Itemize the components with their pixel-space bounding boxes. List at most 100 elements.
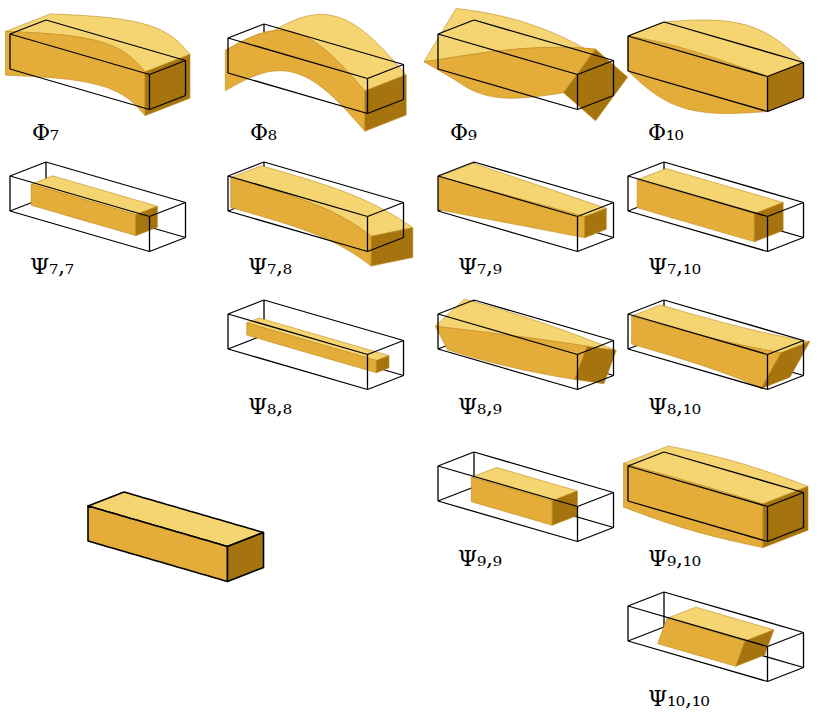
reference-box-edge (767, 77, 768, 112)
mode-shape-figure (424, 9, 628, 121)
reference-box-edge (803, 63, 804, 98)
reference-box-edge (150, 61, 186, 75)
reference-box-edge (768, 63, 804, 77)
reference-box-edge (578, 376, 614, 390)
mode-label: Ψ₇,₉ (458, 256, 502, 278)
reference-box-edge (367, 79, 368, 114)
reference-box-edge (628, 211, 768, 252)
reference-box-edge (628, 627, 664, 641)
deformed-shape-face (563, 49, 627, 121)
mode-label: Φ₇ (32, 122, 59, 144)
reference-box-edge (664, 300, 804, 341)
reference-box-edge (437, 34, 438, 69)
deformed-shape-face (225, 30, 364, 131)
reference-box-edge (627, 176, 628, 211)
deformed-shape-face (88, 506, 228, 582)
reference-box-edge (438, 20, 474, 34)
deformed-shape-face (31, 184, 136, 235)
reference-box-edge (368, 203, 404, 217)
mode-label: Ψ₇,₇ (30, 256, 74, 278)
reference-box-edge (228, 349, 368, 390)
reference-box-edge (227, 176, 228, 211)
reference-box-edge (368, 65, 404, 79)
reference-box-edge (10, 20, 46, 34)
reference-box-edge (228, 162, 264, 176)
reference-box-edge (438, 69, 578, 110)
reference-box-edge (438, 176, 578, 217)
reference-box-edge (628, 176, 768, 217)
reference-box-edge (577, 75, 578, 110)
reference-box-edge (613, 341, 614, 376)
reference-box-edge (767, 647, 768, 682)
reference-box-edge (438, 487, 474, 501)
reference-box-edge (627, 314, 628, 349)
mode-label: Ψ₇,₈ (248, 256, 292, 278)
reference-box-edge (368, 376, 404, 390)
reference-box-edge (664, 452, 804, 493)
reference-box-edge (578, 238, 614, 252)
reference-box-edge (768, 376, 804, 390)
reference-box-edge (628, 162, 664, 176)
reference-box-edge (664, 592, 804, 633)
mode-shape-figure (88, 492, 264, 582)
reference-box-edge (578, 493, 614, 507)
reference-box-edge (228, 211, 368, 252)
reference-box-edge (768, 668, 804, 682)
mode-label: Ψ₈,₉ (458, 396, 502, 418)
reference-box-edge (185, 61, 186, 96)
reference-box-edge (264, 24, 404, 65)
reference-box-edge (10, 69, 150, 110)
reference-box-edge (768, 528, 804, 542)
mode-label: Ψ₉,₁₀ (648, 548, 701, 570)
reference-box-edge (46, 20, 186, 61)
reference-box-edge (149, 217, 150, 252)
mode-shape-figure (438, 452, 614, 542)
reference-box-edge (150, 238, 186, 252)
deformed-shape-face (628, 36, 768, 114)
deformed-shape-face (761, 342, 810, 389)
reference-box-edge (438, 452, 474, 466)
reference-box-edge (627, 36, 628, 71)
reference-box-edge (9, 176, 10, 211)
reference-box-edge (264, 300, 404, 341)
deformed-shape-face (136, 206, 158, 235)
reference-box-edge (803, 341, 804, 376)
mode-shape-figure (225, 14, 406, 131)
mode-label: Ψ₈,₁₀ (648, 396, 701, 418)
deformed-shape-face (371, 228, 413, 266)
reference-box-edge (403, 341, 404, 376)
mode-shape-figure (228, 162, 413, 266)
mode-shape-figure (228, 300, 404, 390)
reference-box-edge (628, 501, 768, 542)
reference-box-edge (185, 203, 186, 238)
deformed-shape-face (247, 323, 377, 373)
mode-shape-figure (6, 14, 191, 116)
mode-label: Ψ₇,₁₀ (648, 256, 701, 278)
reference-box-edge (577, 355, 578, 390)
mode-label: Ψ₁₀,₁₀ (648, 688, 710, 710)
reference-box-edge (628, 349, 768, 390)
reference-box-edge (628, 300, 664, 314)
reference-box-edge (578, 61, 614, 75)
reference-box-edge (228, 314, 368, 355)
reference-box-edge (10, 162, 46, 176)
deformed-shape-face (754, 203, 783, 242)
reference-box-edge (228, 38, 368, 79)
reference-box-edge (664, 162, 804, 203)
reference-box-edge (767, 217, 768, 252)
reference-box-edge (227, 314, 228, 349)
reference-box-edge (613, 493, 614, 528)
reference-box-edge (767, 507, 768, 542)
reference-box-edge (578, 528, 614, 542)
reference-box-edge (577, 217, 578, 252)
deformed-shape-face (435, 326, 587, 379)
reference-box-edge (768, 341, 804, 355)
deformed-shape-face (365, 75, 406, 131)
reference-box-edge (627, 606, 628, 641)
reference-box-edge (613, 203, 614, 238)
reference-box-edge (264, 162, 404, 203)
reference-box-edge (438, 314, 578, 355)
reference-box-edge (613, 61, 614, 96)
